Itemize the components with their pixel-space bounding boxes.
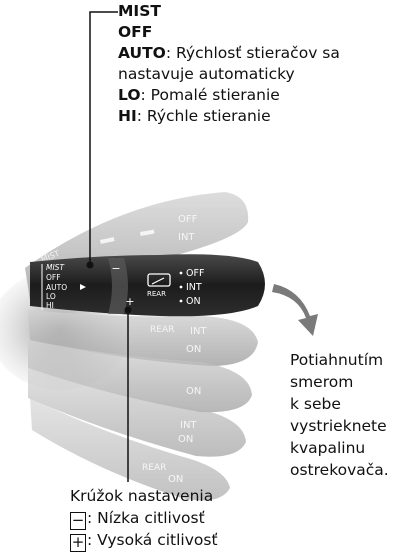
minus-desc: : Nízka citlivosť [87,509,205,527]
ghost-int-label-2: INT [190,326,207,337]
lever-rear-label: REAR [147,290,166,298]
lever-hi-label: HI [46,301,54,310]
ghost-rear-label-2: REAR [142,463,166,473]
ghost-int-label-3: INT [180,420,197,431]
mist-label: MIST [118,1,161,22]
auto-desc-line-1: : Rýchlosť stieračov sa [166,44,340,62]
auto-desc-line-2: nastavuje automaticky [118,64,295,85]
pull-line-1: Potiahnutím [290,350,383,371]
ghost-on-label-4: ON [168,474,183,485]
ghost-off-label: OFF [178,214,198,225]
hi-desc: : Rýchle stieranie [137,107,271,125]
lever-rear-off-label: OFF [186,268,204,279]
pull-line-5: kvapalinu [290,438,365,459]
ring-plus-mark: + [125,295,134,308]
ghost-on-label-3: ON [178,434,193,445]
pull-line-4: vystrieknete [290,416,387,437]
plus-box: + [70,534,86,552]
ring-callout-dot [125,307,132,314]
ring-minus-row: −: Nízka citlivosť [70,508,205,530]
ring-plus-row: +: Vysoká citlivosť [70,530,218,552]
lo-label: LO [118,86,141,104]
ring-title: Krúžok nastavenia [70,486,213,507]
plus-desc: : Vysoká citlivosť [87,531,218,549]
pull-line-6: ostrekovača. [290,460,389,481]
ghost-int-label: INT [178,232,195,243]
lever-rear-on-label: ON [186,296,201,307]
lo-desc: : Pomalé stieranie [141,86,280,104]
lever-mist-label: MIST [46,263,65,272]
lever-lo-label: LO [46,292,56,301]
lever-rear-int-label: INT [186,282,202,293]
auto-label: AUTO [118,44,166,62]
auto-description: AUTO: Rýchlosť stieračov sa [118,43,340,64]
ghost-on-label-2: ON [186,386,201,397]
hi-label: HI [118,107,137,125]
minus-box: − [70,512,86,530]
lever-auto-label: AUTO [46,283,67,292]
off-label: OFF [118,22,152,43]
ring-minus-mark: − [111,262,120,275]
lo-description: LO: Pomalé stieranie [118,85,280,106]
pull-direction-arrow [272,284,318,336]
ghost-on-label: ON [186,344,201,355]
lever-off-label: OFF [46,273,61,282]
pull-line-2: smerom [290,372,353,393]
ghost-rear-label: REAR [150,325,174,335]
main-wiper-lever: − + MIST OFF AUTO LO HI REAR OFF INT ON [30,254,265,316]
pull-line-3: k sebe [290,394,341,415]
mode-callout-dot [87,262,94,269]
hi-description: HI: Rýchle stieranie [118,106,271,127]
